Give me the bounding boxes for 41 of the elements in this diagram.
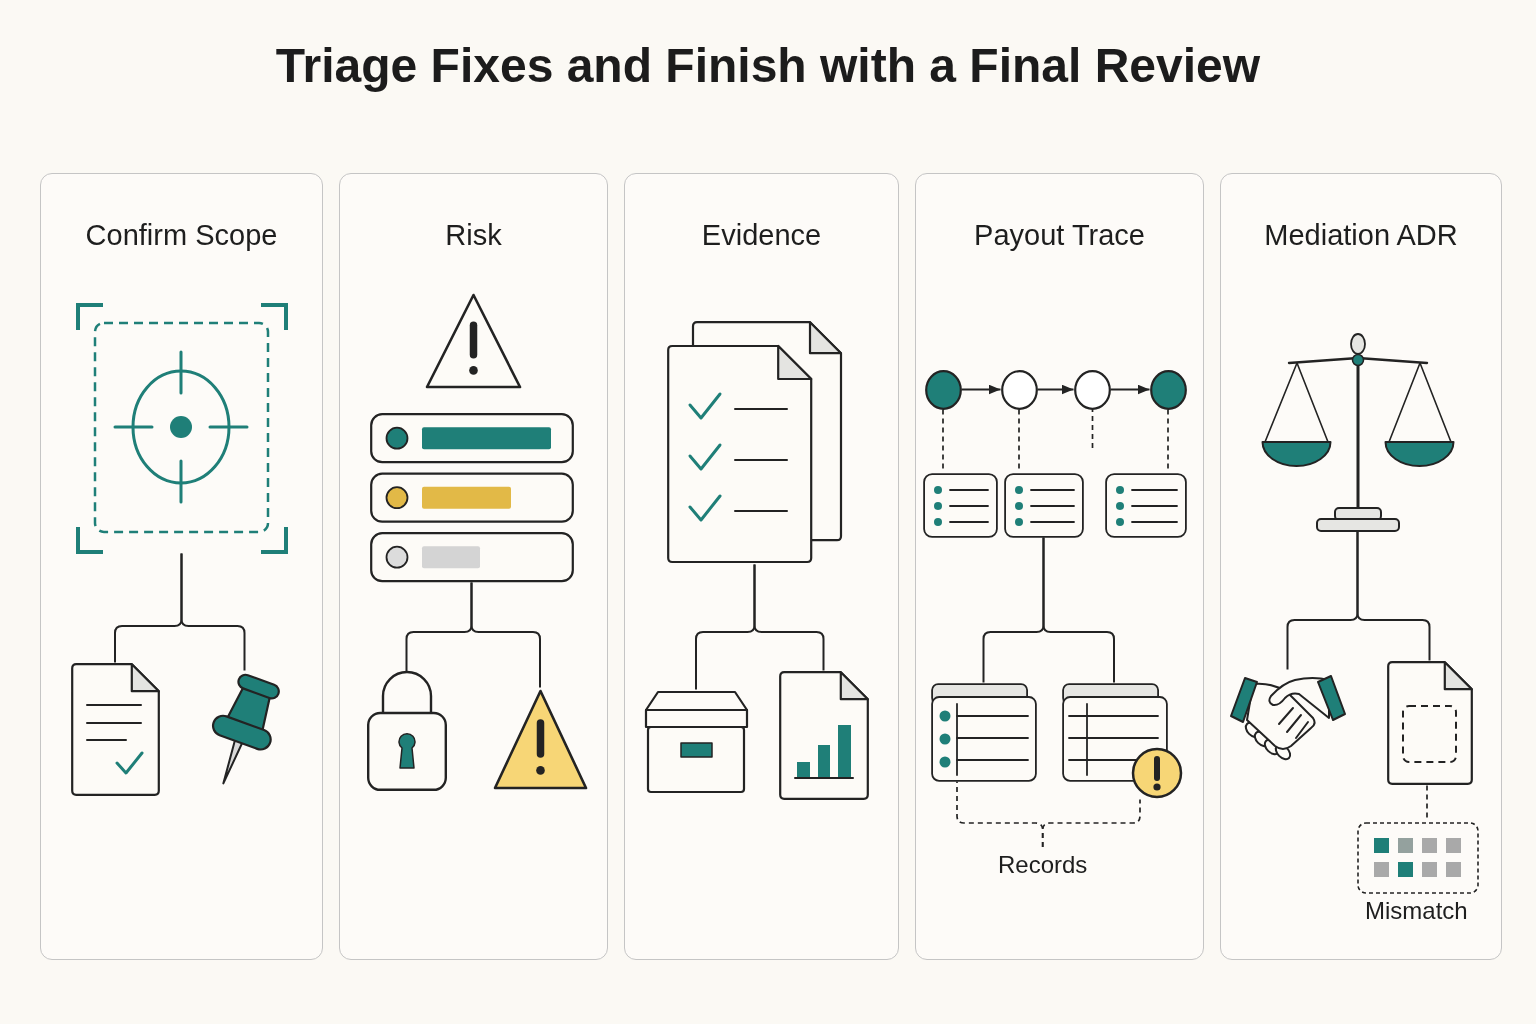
arrow xyxy=(1109,384,1151,395)
arrow xyxy=(960,384,1002,395)
priority-list-icon xyxy=(369,412,574,583)
list-card-icon xyxy=(922,472,998,538)
column-panel xyxy=(339,173,608,960)
panel-heading: Evidence xyxy=(701,219,822,251)
panel-heading: Mediation ADR xyxy=(1264,219,1458,251)
icon-caption: Mismatch xyxy=(1365,896,1468,925)
arrow xyxy=(1036,384,1075,395)
chart-document-icon xyxy=(778,670,869,800)
spreadsheet-warning-icon xyxy=(1061,682,1184,800)
connector-line xyxy=(1042,536,1115,684)
column-panel xyxy=(624,173,899,960)
group-label: Records xyxy=(998,850,1088,879)
connector-line xyxy=(1356,530,1431,662)
panel-heading: Risk xyxy=(445,219,502,251)
panel-heading: Confirm Scope xyxy=(85,219,278,251)
connector-line xyxy=(180,552,246,672)
column-panel xyxy=(40,173,323,960)
column-panel xyxy=(1220,173,1502,960)
list-card-icon xyxy=(1003,472,1084,538)
list-card-icon xyxy=(1104,472,1187,538)
diagram-title: Triage Fixes and Finish with a Final Review xyxy=(275,39,1261,92)
connector-line xyxy=(753,563,825,672)
connector-line xyxy=(470,581,541,689)
step-circle xyxy=(924,369,962,410)
panel-heading: Payout Trace xyxy=(974,219,1145,251)
crosshair-icon xyxy=(75,302,288,554)
tile-grid-icon xyxy=(1356,821,1479,894)
warning-icon xyxy=(491,687,589,791)
step-circle xyxy=(1073,369,1111,410)
column-panel xyxy=(915,173,1204,960)
checklist-icon xyxy=(666,320,843,565)
step-circle xyxy=(1149,369,1187,410)
document-icon xyxy=(70,662,160,796)
scales-icon xyxy=(1260,331,1455,532)
spreadsheet-icon xyxy=(930,682,1037,782)
archive-box-icon xyxy=(643,689,749,794)
step-circle xyxy=(1000,369,1038,410)
padlock-icon xyxy=(366,671,447,791)
document-icon xyxy=(1386,660,1473,785)
